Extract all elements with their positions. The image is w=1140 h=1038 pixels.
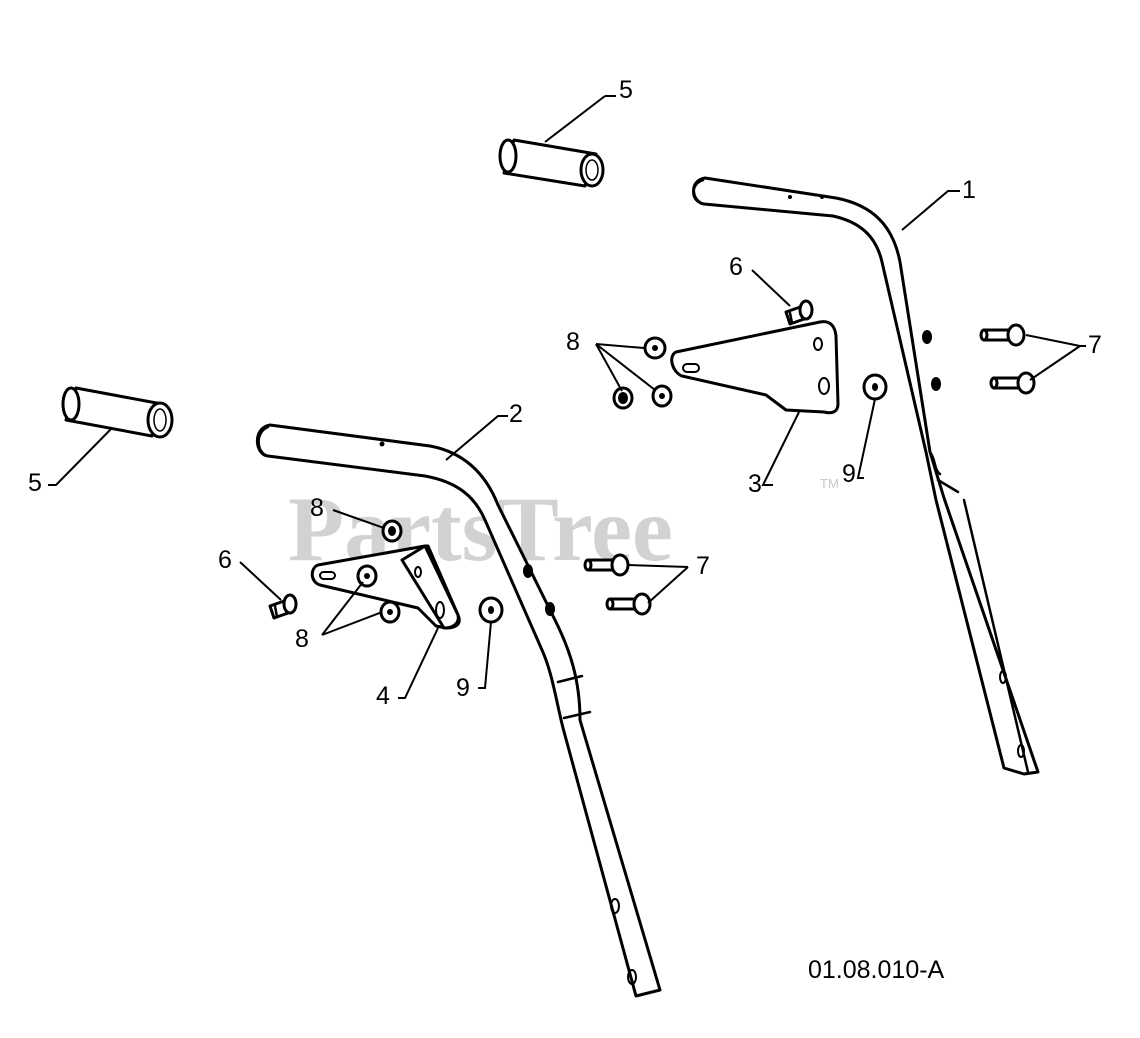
part-3-bracket-right[interactable] <box>670 320 840 415</box>
callout-5-left: 5 <box>28 469 42 497</box>
callout-9-right: 9 <box>842 460 856 488</box>
callout-6-top: 6 <box>729 253 743 281</box>
part-1-upper-handle-right[interactable] <box>692 176 1040 776</box>
callout-5-top: 5 <box>619 76 633 104</box>
part-5-grip-top[interactable] <box>498 138 605 188</box>
part-7-bolt-right-lower[interactable] <box>989 371 1036 395</box>
part-8-nut-top-c[interactable] <box>651 384 673 408</box>
callout-7-middle: 7 <box>696 552 710 580</box>
part-4-bracket-left[interactable] <box>310 544 461 630</box>
part-7-bolt-right-upper[interactable] <box>979 323 1026 347</box>
callout-6-left: 6 <box>218 546 232 574</box>
part-8-nut-left-b[interactable] <box>356 564 378 588</box>
part-6-bolt-top[interactable] <box>784 299 814 326</box>
callout-2: 2 <box>509 400 523 428</box>
drawing-code: 01.08.010-A <box>808 956 945 984</box>
watermark-trademark: TM <box>820 476 839 491</box>
callout-3: 3 <box>748 470 762 498</box>
part-8-nut-left-a[interactable] <box>381 519 403 543</box>
leader-lines <box>48 95 1086 699</box>
part-7-bolt-middle-upper[interactable] <box>583 553 630 577</box>
callout-9-left: 9 <box>456 674 470 702</box>
callout-4: 4 <box>376 682 390 710</box>
callout-1: 1 <box>962 176 976 204</box>
part-6-bolt-left[interactable] <box>268 593 298 620</box>
part-8-nut-left-c[interactable] <box>379 600 401 624</box>
part-2-upper-handle-left[interactable] <box>255 423 662 998</box>
part-9-washer-left[interactable] <box>478 596 504 624</box>
part-7-bolt-middle-lower[interactable] <box>605 592 652 616</box>
callout-8-left-upper: 8 <box>310 494 324 522</box>
part-8-nut-top-a[interactable] <box>643 336 667 360</box>
part-9-washer-right[interactable] <box>862 373 888 401</box>
callout-8-top: 8 <box>566 328 580 356</box>
callout-7-right: 7 <box>1088 331 1102 359</box>
callout-labels: 5 1 6 8 7 2 5 3 9 8 6 7 8 9 4 <box>28 76 1102 710</box>
part-8-nut-top-b[interactable] <box>612 386 634 410</box>
part-5-grip-left[interactable] <box>61 386 174 439</box>
callout-8-left-lower: 8 <box>295 625 309 653</box>
